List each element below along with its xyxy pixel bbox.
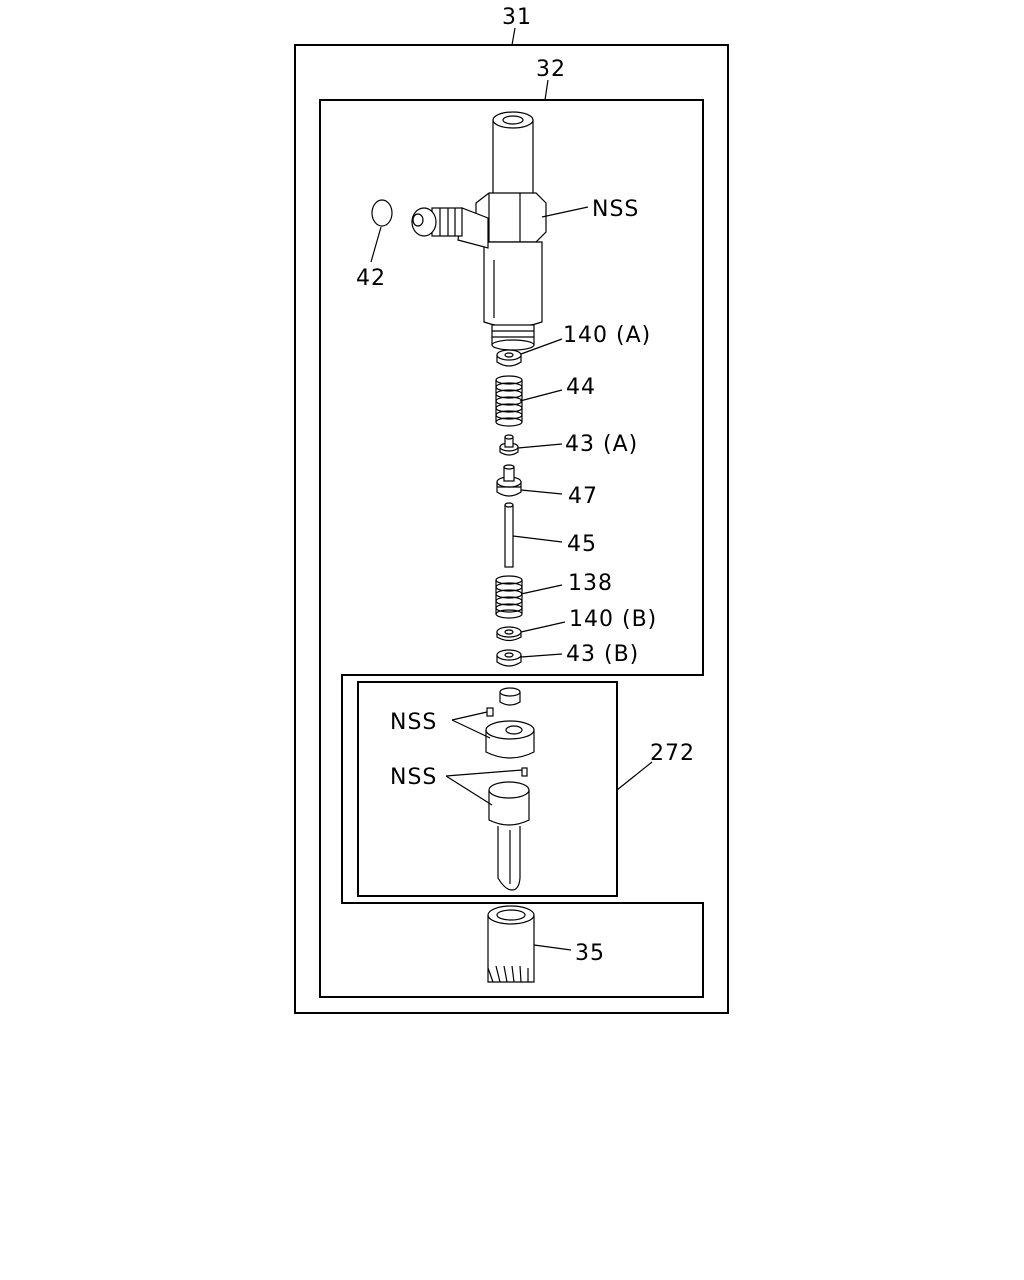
- nss-top-label: NSS: [592, 197, 639, 222]
- washer-140a: [496, 349, 522, 367]
- spring-seat-43b: [496, 649, 522, 667]
- assembly-31-leader: [511, 27, 516, 46]
- part-43b-label: 43 (B): [566, 642, 639, 667]
- assembly-32-label: 32: [536, 57, 566, 82]
- assembly-31-label: 31: [502, 5, 532, 30]
- part-45-leader: [512, 535, 563, 543]
- part-138-label: 138: [568, 571, 613, 596]
- o-ring-42: [371, 199, 393, 227]
- part-47-leader: [520, 489, 563, 495]
- part-47-label: 47: [568, 484, 598, 509]
- part-42-leader: [370, 226, 382, 263]
- nss-mid-1-label: NSS: [390, 710, 437, 735]
- spring-seat-43a: [499, 434, 519, 456]
- part-140a-leader: [520, 338, 563, 355]
- part-43b-leader: [520, 653, 563, 658]
- washer-140b: [496, 626, 522, 642]
- part-43a-leader: [517, 443, 563, 449]
- injector-holder-body: [411, 111, 547, 351]
- part-45-label: 45: [567, 532, 597, 557]
- part-140a-label: 140 (A): [563, 323, 651, 348]
- nozzle-body: [488, 781, 530, 891]
- part-140b-label: 140 (B): [569, 607, 657, 632]
- assembly-272-leader: [616, 761, 653, 791]
- assembly-272-label: 272: [650, 741, 695, 766]
- nss-mid-2-label: NSS: [390, 765, 437, 790]
- nss-mid-1-leader-b: [451, 719, 491, 739]
- assembly-32-leader: [544, 79, 549, 101]
- dowel-pin-upper: [486, 707, 494, 717]
- part-42-label: 42: [356, 266, 386, 291]
- spring-44: [495, 375, 523, 427]
- part-35-label: 35: [575, 941, 605, 966]
- part-44-label: 44: [566, 375, 596, 400]
- dowel-pin-lower: [521, 767, 528, 777]
- part-138-leader: [520, 584, 563, 595]
- part-43a-label: 43 (A): [565, 432, 638, 457]
- push-rod-45: [504, 502, 514, 568]
- nss-mid-1-leader-a: [451, 711, 488, 721]
- retaining-nut-35: [487, 905, 535, 983]
- nozzle-spacer: [499, 687, 521, 706]
- nss-mid-2-leader-b: [445, 775, 493, 806]
- distance-piece: [485, 720, 535, 759]
- assembly-32-frame: [319, 99, 704, 998]
- part-44-leader: [519, 389, 563, 402]
- part-140b-leader: [520, 621, 566, 633]
- assembly-31-frame: [294, 44, 729, 1014]
- spring-138: [495, 575, 523, 619]
- spindle-47: [496, 464, 522, 497]
- nss-mid-2-leader-a: [445, 769, 523, 777]
- part-35-leader: [533, 944, 572, 951]
- assembly-272-frame: [357, 681, 618, 897]
- nss-top-leader: [541, 206, 589, 218]
